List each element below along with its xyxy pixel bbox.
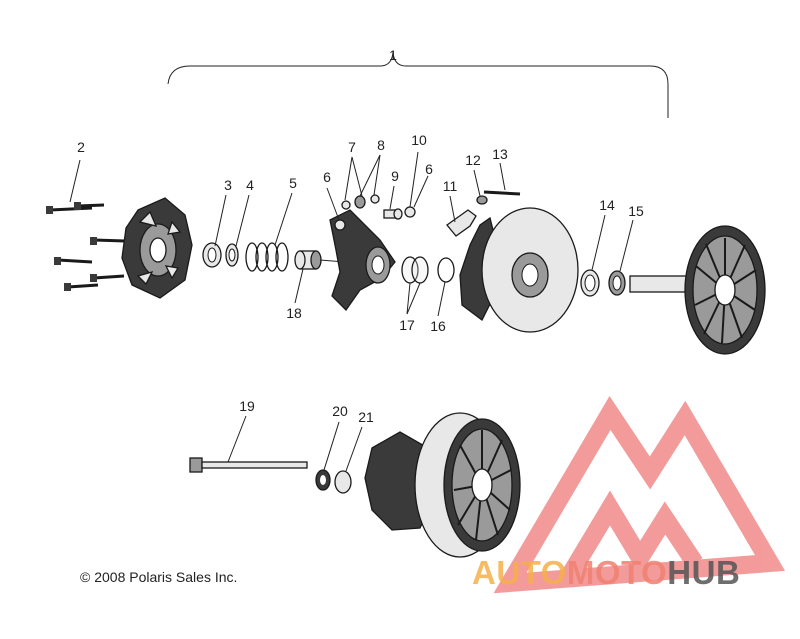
nut-part-12 xyxy=(476,195,488,205)
assembled-clutch xyxy=(364,412,521,558)
watermark-moto: MOTO xyxy=(566,554,668,591)
callout-15: 15 xyxy=(628,203,644,219)
callout-7: 7 xyxy=(348,139,356,155)
callout-8: 8 xyxy=(377,137,385,153)
callout-6b: 6 xyxy=(425,161,433,177)
callout-5: 5 xyxy=(289,175,297,191)
rollers-pins xyxy=(334,194,416,231)
callout-19: 19 xyxy=(239,398,255,414)
bolts-part-2 xyxy=(46,202,126,291)
seal-part-16 xyxy=(437,257,455,283)
watermark-auto: AUTO xyxy=(472,554,567,591)
assembly-bracket xyxy=(167,51,669,118)
automotohub-logo-icon xyxy=(493,396,786,594)
bushing-part-18 xyxy=(294,250,322,270)
fixed-sheave xyxy=(629,225,766,355)
callout-12: 12 xyxy=(465,152,481,168)
callout-21: 21 xyxy=(358,409,374,425)
callout-17: 17 xyxy=(399,317,415,333)
moveable-sheave xyxy=(459,207,579,333)
callout-11: 11 xyxy=(443,178,458,194)
callout-6a: 6 xyxy=(323,169,331,185)
callout-18: 18 xyxy=(286,305,302,321)
spring-part-5 xyxy=(245,242,289,272)
callout-10: 10 xyxy=(411,132,427,148)
automotohub-watermark-text: AUTOMOTOHUB xyxy=(472,554,740,592)
callout-13: 13 xyxy=(492,146,508,162)
callout-3: 3 xyxy=(224,177,232,193)
callout-16: 16 xyxy=(430,318,446,334)
leader-lines xyxy=(69,151,634,472)
callout-9: 9 xyxy=(391,168,399,184)
callout-labels: 1 2 3 4 5 6 7 8 9 10 6 11 12 13 14 15 18… xyxy=(77,47,644,425)
flyweight-part-11 xyxy=(446,209,477,237)
callout-14: 14 xyxy=(599,197,615,213)
callout-1: 1 xyxy=(389,47,397,63)
callout-2: 2 xyxy=(77,139,85,155)
bolt-part-19 xyxy=(189,457,308,473)
bushing-part-21 xyxy=(334,470,352,494)
clutch-cover xyxy=(121,197,193,299)
spider-hub xyxy=(329,209,396,312)
pin-part-13 xyxy=(483,190,521,196)
callout-4: 4 xyxy=(246,177,254,193)
callout-20: 20 xyxy=(332,403,348,419)
watermark-hub: HUB xyxy=(667,554,741,591)
copyright-text: © 2008 Polaris Sales Inc. xyxy=(80,569,238,585)
